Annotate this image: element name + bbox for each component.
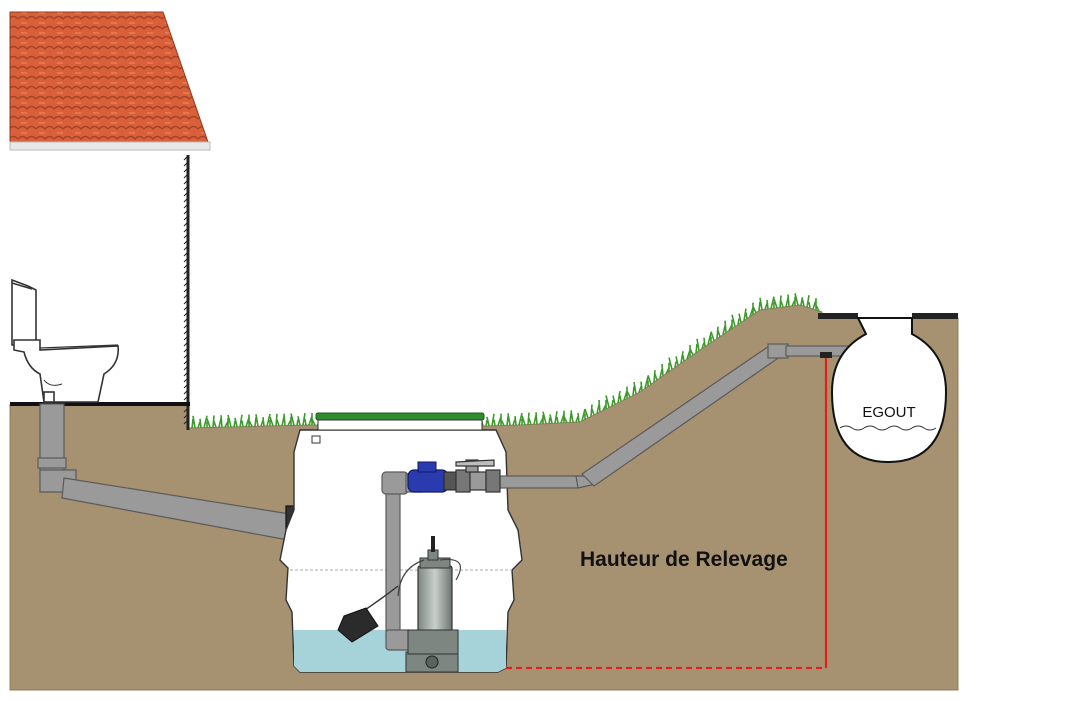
toilet bbox=[11, 278, 120, 403]
lift-height-indicator bbox=[506, 352, 832, 670]
wall-hatching bbox=[183, 155, 189, 425]
lift-height-label: Hauteur de Relevage bbox=[580, 548, 788, 571]
float-switch bbox=[337, 585, 399, 643]
gate-valve bbox=[455, 459, 501, 493]
submersible-pump bbox=[397, 536, 461, 655]
sewer: EGOUT bbox=[818, 313, 958, 464]
house-floor bbox=[10, 402, 190, 406]
sewer-label: EGOUT bbox=[862, 404, 915, 421]
check-valve-blue bbox=[407, 461, 457, 493]
tank-lid bbox=[315, 412, 485, 421]
house-roof bbox=[9, 11, 209, 143]
